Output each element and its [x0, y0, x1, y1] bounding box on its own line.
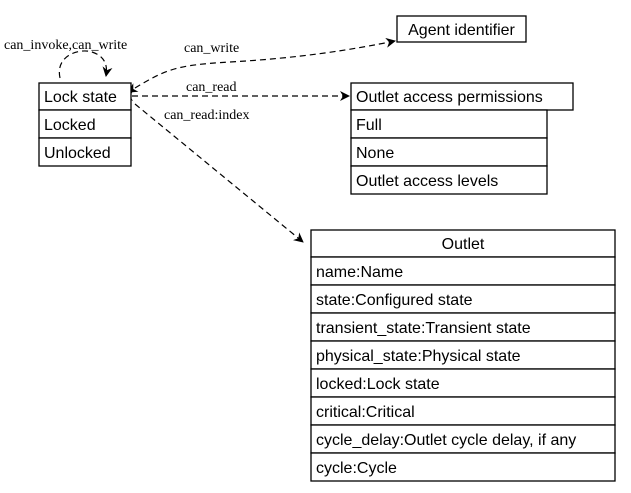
lock-state-title: Lock state: [44, 89, 117, 106]
agent-identifier-row-0-box: [396, 15, 527, 43]
outlet-access-permissions-row-2-box: [350, 137, 548, 167]
outlet-field-transient-state: transient_state:Transient state: [316, 320, 531, 337]
edge-label-to-agent-identifier: can_write: [184, 41, 239, 56]
outlet-row-2-box: [310, 284, 616, 314]
outlet-title: Outlet: [442, 236, 485, 253]
outlet-row-6-box: [310, 396, 616, 426]
outlet-row-8-box: [310, 452, 616, 482]
outlet-access-permissions-row-3-box: [350, 165, 548, 195]
lock-state-row-locked: Locked: [44, 117, 96, 134]
outlet-access-permissions-row-levels: Outlet access levels: [356, 173, 498, 190]
lock-state-row-0-box: [38, 82, 132, 111]
edge-to-agent-identifier: [127, 37, 396, 93]
edge-self-loop: [58, 50, 113, 79]
outlet-access-permissions-row-0-box: [350, 82, 574, 111]
node-outlet: Outlet name:Name state:Configured state …: [310, 229, 616, 482]
outlet-access-permissions-row-full: Full: [356, 117, 382, 134]
outlet-field-name: name:Name: [316, 264, 403, 281]
outlet-access-permissions-title: Outlet access permissions: [356, 89, 543, 106]
edges: can_invoke,can_write can_write can_read …: [4, 37, 396, 243]
outlet-access-permissions-row-1-box: [350, 109, 548, 139]
lock-state-row-unlocked: Unlocked: [44, 145, 111, 162]
edge-label-to-outlet-access-permissions: can_read: [186, 80, 237, 95]
lock-state-row-2-box: [38, 137, 132, 167]
outlet-field-critical: critical:Critical: [316, 404, 415, 421]
outlet-access-permissions-row-none: None: [356, 145, 394, 162]
edge-label-to-outlet: can_read:index: [164, 108, 250, 123]
outlet-row-4-box: [310, 340, 616, 370]
node-agent-identifier: Agent identifier: [396, 15, 527, 43]
outlet-row-5-box: [310, 368, 616, 398]
outlet-field-cycle-delay: cycle_delay:Outlet cycle delay, if any: [316, 432, 576, 449]
edge-label-self-loop: can_invoke,can_write: [4, 38, 127, 53]
outlet-row-0-box: [310, 229, 616, 258]
node-outlet-access-permissions: Outlet access permissions Full None Outl…: [350, 82, 574, 195]
outlet-field-locked: locked:Lock state: [316, 376, 440, 393]
edge-to-outlet: [134, 103, 304, 243]
outlet-field-physical-state: physical_state:Physical state: [316, 348, 521, 365]
outlet-field-state: state:Configured state: [316, 292, 473, 309]
node-lock-state: Lock state Locked Unlocked: [38, 82, 132, 167]
outlet-row-7-box: [310, 424, 616, 454]
agent-identifier-title: Agent identifier: [408, 22, 515, 39]
outlet-row-1-box: [310, 256, 616, 286]
outlet-field-cycle: cycle:Cycle: [316, 460, 397, 477]
